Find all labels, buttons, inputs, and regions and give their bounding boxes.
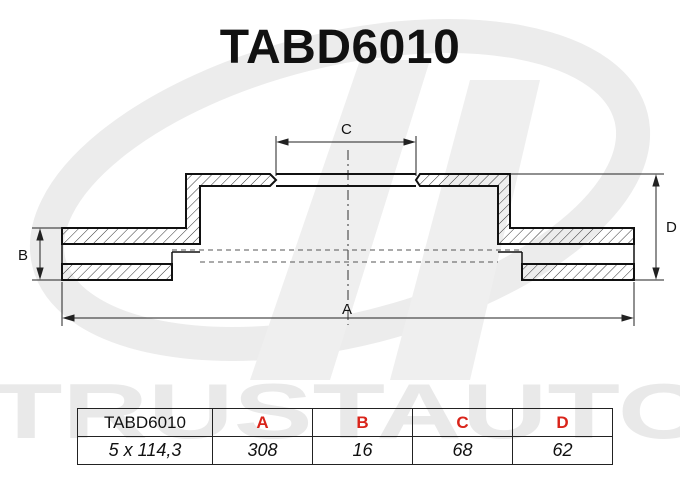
table-header-part: TABD6010 (77, 408, 213, 437)
dimension-c-label: C (341, 121, 352, 138)
dimension-d (510, 173, 664, 281)
dimension-a-label: A (342, 301, 352, 318)
dimension-a (61, 282, 635, 326)
dimension-b (32, 227, 62, 281)
table-value-a: 308 (212, 436, 313, 465)
part-number-title: TABD6010 (219, 21, 461, 74)
table-header-b: B (312, 408, 413, 437)
watermark-logo (29, 18, 651, 380)
spec-table: TABD6010 A B C D 5 x 114,3 308 16 68 62 (77, 408, 613, 465)
dimension-c (275, 136, 417, 176)
table-value-row: 5 x 114,3 308 16 68 62 (77, 436, 613, 465)
dimension-b-label: B (18, 247, 28, 264)
table-value-c: 68 (412, 436, 513, 465)
vane-steps (61, 244, 635, 264)
table-header-c: C (412, 408, 513, 437)
disc-section (61, 173, 635, 281)
hidden-lines (172, 249, 520, 263)
table-value-b: 16 (312, 436, 413, 465)
table-value-d: 62 (512, 436, 613, 465)
table-header-row: TABD6010 A B C D (77, 408, 613, 437)
table-header-a: A (212, 408, 313, 437)
hub-face (276, 173, 416, 187)
table-value-bolt-pattern: 5 x 114,3 (77, 436, 213, 465)
table-header-d: D (512, 408, 613, 437)
dimension-d-label: D (666, 219, 677, 236)
